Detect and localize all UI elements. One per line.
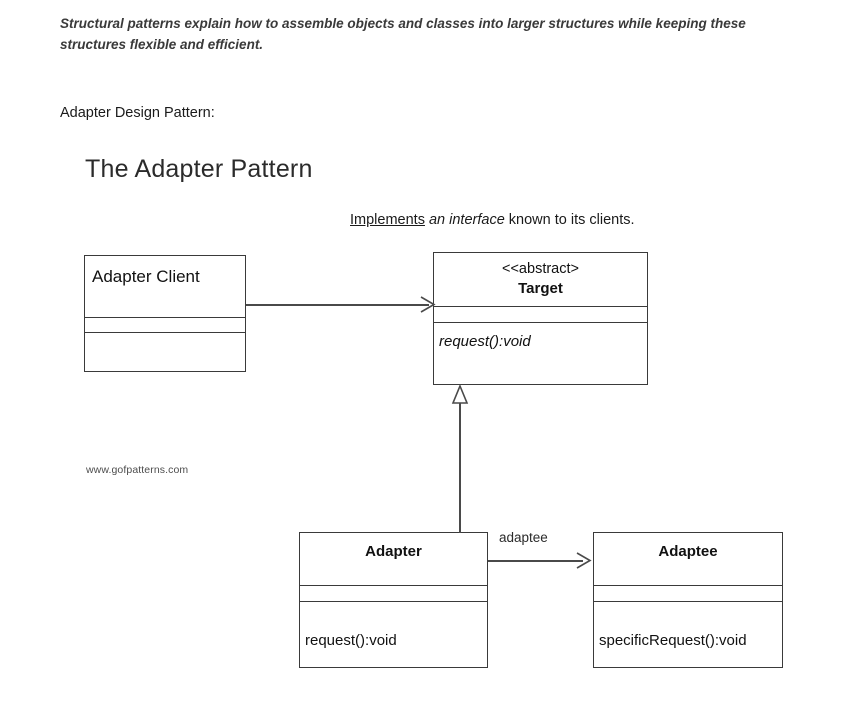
implements-note-italic: an interface: [424, 212, 505, 228]
hollow-triangle-arrowhead-icon: [451, 383, 469, 404]
uml-separator: [434, 306, 647, 307]
implements-note-underlined: Implements: [350, 212, 425, 228]
uml-class-adaptee-operation: specificRequest():void: [599, 632, 747, 649]
uml-separator: [594, 585, 782, 586]
uml-separator: [434, 322, 647, 323]
uml-class-adapter-client[interactable]: Adapter Client: [84, 255, 246, 372]
uml-class-adapter-client-name: Adapter Client: [92, 267, 200, 286]
association-client-to-target: [246, 304, 429, 306]
implements-note: Implements an interface known to its cli…: [350, 212, 635, 228]
open-arrowhead-icon: [420, 296, 436, 313]
uml-separator: [85, 317, 245, 318]
uml-class-adaptee-name: Adaptee: [658, 543, 718, 560]
uml-class-adaptee[interactable]: Adaptee specificRequest():void: [593, 532, 783, 668]
association-adapter-to-adaptee: [488, 560, 583, 562]
uml-class-target-operation: request():void: [439, 333, 531, 350]
generalization-adapter-to-target: [459, 403, 461, 533]
uml-separator: [300, 601, 487, 602]
implements-note-plain: known to its clients.: [504, 212, 635, 228]
uml-separator: [300, 585, 487, 586]
uml-class-adapter[interactable]: Adapter request():void: [299, 532, 488, 668]
uml-class-adapter-operation: request():void: [305, 632, 397, 649]
watermark: www.gofpatterns.com: [86, 464, 189, 476]
page-title: The Adapter Pattern: [85, 155, 313, 183]
uml-separator: [85, 332, 245, 333]
uml-separator: [594, 601, 782, 602]
association-label-adaptee: adaptee: [499, 530, 548, 545]
section-label: Adapter Design Pattern:: [60, 105, 215, 121]
uml-class-target-name: <<abstract> Target: [434, 259, 647, 299]
uml-class-adapter-name: Adapter: [365, 543, 422, 560]
uml-class-target[interactable]: <<abstract> Target request():void: [433, 252, 648, 385]
intro-paragraph: Structural patterns explain how to assem…: [60, 16, 746, 52]
open-arrowhead-icon: [576, 552, 592, 569]
uml-class-target-stereotype: <<abstract>: [502, 261, 579, 277]
